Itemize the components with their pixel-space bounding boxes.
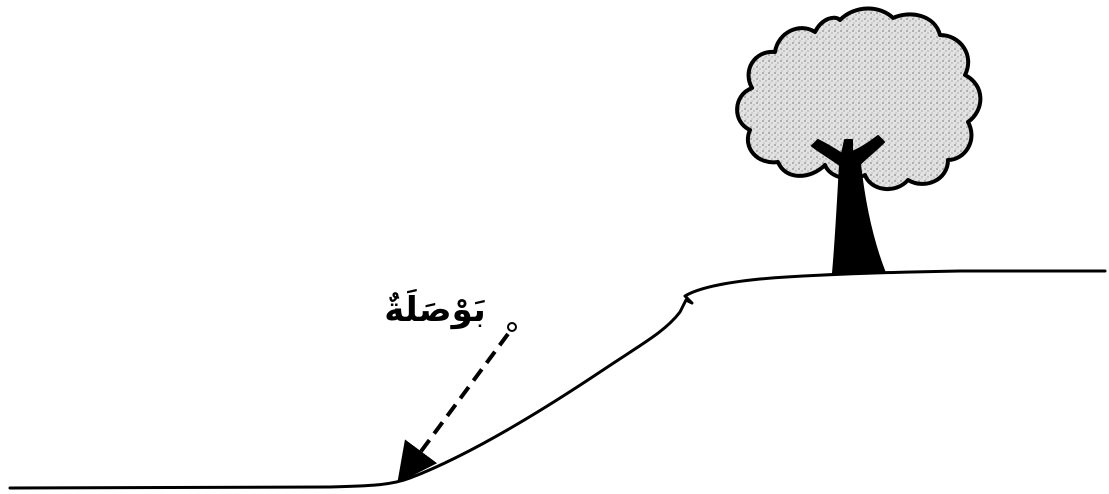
tree-icon (735, 6, 983, 274)
tree-canopy (735, 6, 983, 191)
arrow-icon (397, 322, 517, 484)
tree-trunk (811, 135, 886, 274)
dashed-arrow (397, 332, 510, 484)
compass-label: بَوْصَلَةٌ (384, 290, 486, 330)
ground-line (8, 269, 1107, 490)
arrow-tail-dot (507, 322, 517, 332)
